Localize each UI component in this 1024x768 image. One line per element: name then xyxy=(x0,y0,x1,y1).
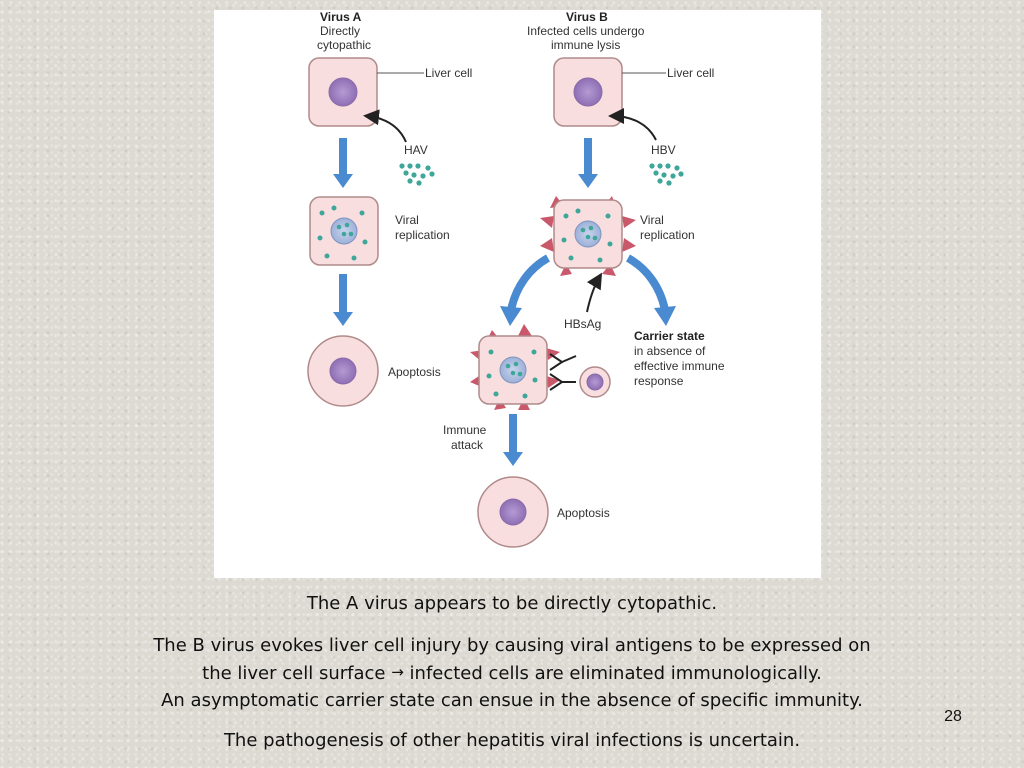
carrier-state-line-1: in absence of xyxy=(634,344,706,358)
antibodies xyxy=(549,353,577,391)
flow-arrow-a1 xyxy=(333,138,353,188)
infected-cell-b3 xyxy=(470,324,560,410)
flow-arrow-b3 xyxy=(503,414,523,466)
hbv-entry-arrow xyxy=(608,108,657,141)
liver-cell-a1 xyxy=(308,57,378,127)
virus-b-desc-2: immune lysis xyxy=(551,38,620,52)
page-number: 28 xyxy=(944,708,962,725)
hbv-label: HBV xyxy=(651,143,676,157)
liver-cell-a2 xyxy=(309,196,379,266)
flow-arrow-to-carrier-state xyxy=(625,254,676,326)
viral-replication-a-2: replication xyxy=(395,228,450,242)
apoptosis-label-a: Apoptosis xyxy=(388,365,441,379)
caption-other-viruses: The pathogenesis of other hepatitis vira… xyxy=(223,730,801,751)
hav-virions xyxy=(399,163,435,186)
viral-replication-a-1: Viral xyxy=(395,213,419,227)
carrier-state-line-3: response xyxy=(634,374,684,388)
immune-attack-label-2: attack xyxy=(451,438,484,452)
flow-arrow-a2 xyxy=(333,274,353,326)
viral-replication-b-2: replication xyxy=(640,228,695,242)
hbsag-label: HBsAg xyxy=(564,317,601,331)
immune-attack-label-1: Immune xyxy=(443,423,487,437)
infected-cell-b2 xyxy=(540,196,636,276)
right-arrow-icon: → xyxy=(391,663,404,681)
virus-a-title: Virus A xyxy=(320,10,362,24)
hepatitis-pathogenesis-figure: Virus A Directly cytopathic Virus B Infe… xyxy=(214,10,821,578)
diagram-svg: Virus A Directly cytopathic Virus B Infe… xyxy=(307,10,725,548)
flow-arrow-b1 xyxy=(578,138,598,188)
liver-cell-b1 xyxy=(553,57,623,127)
hbv-virions xyxy=(649,163,684,186)
apoptotic-cell-b xyxy=(477,476,549,548)
hav-label: HAV xyxy=(404,143,428,157)
caption-virus-a: The A virus appears to be directly cytop… xyxy=(306,593,718,614)
liver-cell-label-b: Liver cell xyxy=(667,66,714,80)
virus-a-desc-2: cytopathic xyxy=(317,38,371,52)
carrier-state-line-2: effective immune xyxy=(634,359,725,373)
virus-a-desc-1: Directly xyxy=(320,24,360,38)
carrier-state-title: Carrier state xyxy=(634,329,705,343)
caption-line-3a: the liver cell surface xyxy=(202,663,386,684)
caption-virus-b: The B virus evokes liver cell injury by … xyxy=(0,632,1024,714)
caption-line-2: The B virus evokes liver cell injury by … xyxy=(153,635,871,656)
virus-b-title: Virus B xyxy=(566,10,608,24)
caption-line-4: An asymptomatic carrier state can ensue … xyxy=(161,690,863,711)
caption-line-3b: infected cells are eliminated immunologi… xyxy=(409,663,822,684)
viral-replication-b-1: Viral xyxy=(640,213,664,227)
virus-b-desc-1: Infected cells undergo xyxy=(527,24,645,38)
hbsag-pointer xyxy=(586,272,603,313)
hav-entry-arrow xyxy=(363,109,407,143)
immune-cell xyxy=(579,366,611,398)
caption-line-3: the liver cell surface → infected cells … xyxy=(0,659,1024,687)
flow-arrow-to-immune-attack xyxy=(500,254,551,326)
liver-cell-label-a: Liver cell xyxy=(425,66,472,80)
apoptosis-label-b: Apoptosis xyxy=(557,506,610,520)
apoptotic-cell-a xyxy=(307,335,379,407)
